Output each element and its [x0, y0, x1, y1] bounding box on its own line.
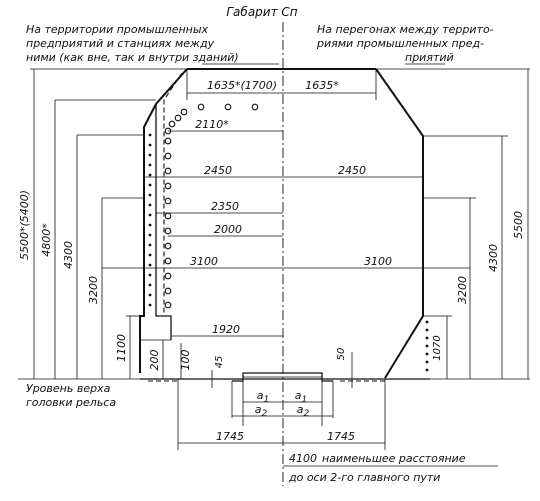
rail-level-label-line-2: головки рельса	[26, 396, 116, 409]
dim-1635-1700: 1635*(1700)	[207, 79, 277, 92]
dim-5500-5400: 5500*(5400)	[18, 190, 31, 260]
gauge-left-outline	[139, 68, 188, 373]
dim-1920: 1920	[212, 323, 240, 336]
dim-2350: 2350	[211, 200, 239, 213]
marker-circle	[164, 287, 172, 295]
height-dimension-lines-left	[33, 69, 213, 388]
marker-circle	[168, 120, 176, 128]
dim-45: 45	[214, 356, 225, 369]
dim-4800: 4800*	[40, 223, 53, 257]
clearance-dots-right	[425, 320, 429, 372]
dim-1745-left: 1745	[216, 430, 244, 443]
dim-2450-right: 2450	[338, 164, 366, 177]
marker-circle	[251, 103, 259, 111]
left-header-line-2: предприятий и станциях между	[26, 37, 215, 50]
right-header-line-1: На перегонах между террито-	[317, 23, 494, 36]
dim-a1-right: a1	[295, 389, 307, 405]
right-header-line-2: риями промышленных пред-	[316, 37, 484, 50]
rail-level-label-line-1: Уровень верха	[26, 382, 111, 395]
rail-offset-dimension-lines	[231, 381, 334, 426]
dim-3200-left: 3200	[87, 276, 100, 304]
dim-100: 100	[179, 350, 192, 371]
marker-circle	[164, 257, 172, 265]
dim-a1-left: a1	[257, 389, 269, 405]
height-dimension-lines-right	[351, 69, 529, 388]
dim-a2-left: a2	[255, 403, 268, 419]
dim-50: 50	[336, 348, 347, 361]
dim-2450-left: 2450	[204, 164, 232, 177]
gauge-right-outline	[375, 68, 424, 379]
marker-circle	[164, 197, 172, 205]
marker-circle	[164, 272, 172, 280]
diagram-title: Габарит Сп	[226, 5, 297, 19]
dim-200: 200	[148, 350, 161, 371]
dim-1100: 1100	[115, 334, 128, 362]
dim-3200-right: 3200	[456, 276, 469, 304]
right-header-line-3: приятий	[405, 51, 454, 64]
clearance-markers-column	[164, 137, 172, 309]
left-header-line-3: ними (как вне, так и внутри зданий)	[26, 51, 239, 64]
marker-circle	[164, 242, 172, 250]
clearance-markers-upper	[164, 103, 259, 135]
dim-3100-left: 3100	[190, 255, 218, 268]
marker-circle	[197, 103, 205, 111]
dim-1635-right: 1635*	[305, 79, 339, 92]
marker-circle	[180, 108, 188, 116]
marker-circle	[174, 114, 182, 122]
marker-circle	[164, 182, 172, 190]
marker-circle	[164, 167, 172, 175]
dim-2110: 2110*	[195, 118, 229, 131]
dim-1070: 1070	[432, 335, 443, 360]
dim-5500-right: 5500	[512, 211, 525, 239]
second-track-note: до оси 2-го главного пути	[288, 471, 440, 484]
clearance-dots-left	[148, 133, 152, 307]
width-dimension-lines	[102, 69, 470, 337]
platform-edge-dimension-lines	[177, 379, 386, 450]
marker-circle	[164, 137, 172, 145]
dim-2000: 2000	[214, 223, 242, 236]
marker-circle	[164, 152, 172, 160]
dim-a2-right: a2	[297, 403, 310, 419]
marker-circle	[164, 212, 172, 220]
marker-circle	[164, 227, 172, 235]
dim-4300-right: 4300	[487, 244, 500, 272]
dim-1745-right: 1745	[327, 430, 355, 443]
dim-4300-left: 4300	[62, 241, 75, 269]
marker-circle	[224, 103, 232, 111]
dim-3100-right: 3100	[364, 255, 392, 268]
left-header-line-1: На территории промышленных	[26, 23, 209, 36]
marker-circle	[164, 301, 172, 309]
left-structure-dashed-line	[163, 72, 183, 316]
rail-head-profile	[232, 372, 333, 382]
